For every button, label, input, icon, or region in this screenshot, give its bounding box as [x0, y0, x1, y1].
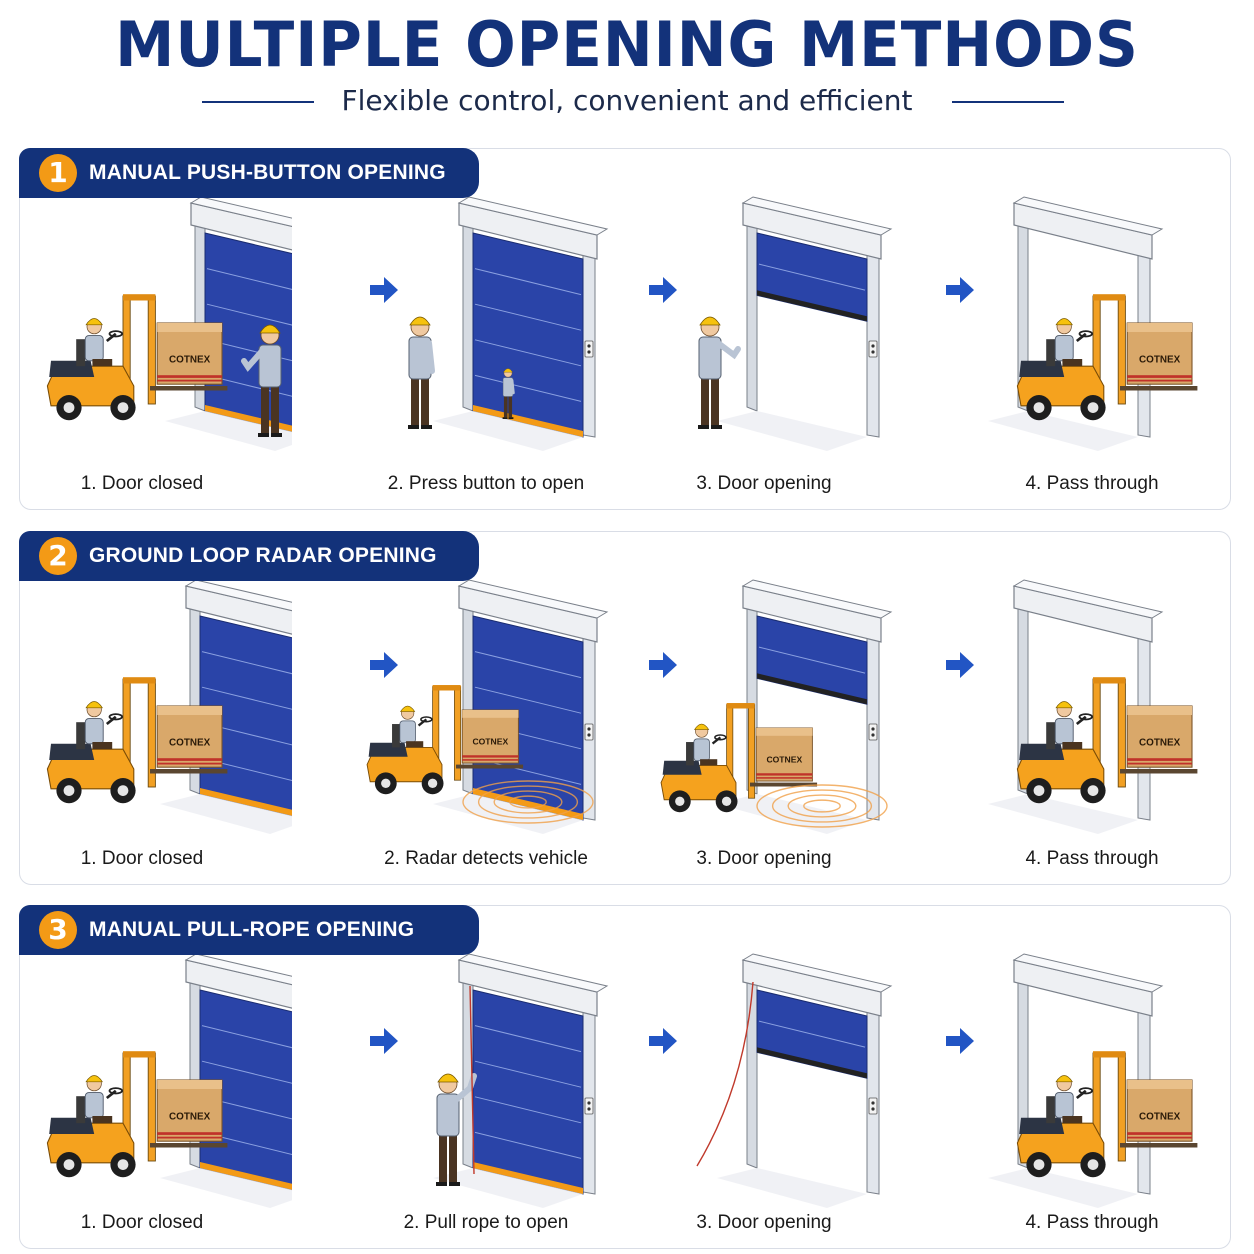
roll-door — [717, 196, 893, 451]
step-1: COTNEX 1. Door closed — [30, 149, 292, 509]
section-header: 3 MANUAL PULL-ROPE OPENING — [19, 905, 479, 955]
step-illustration: COTNEX — [988, 196, 1198, 451]
step-label: 2. Press button to open — [387, 473, 585, 494]
step-4: COTNEX 4. Pass through — [960, 532, 1222, 884]
step-illustration: COTNEX — [46, 953, 292, 1208]
step-2: COTNEX 2. Radar detects vehicle — [358, 532, 620, 884]
section-number-badge: 2 — [39, 537, 77, 575]
step-label: 2. Pull rope to open — [403, 1212, 569, 1233]
worker-small — [502, 368, 515, 419]
section-title: GROUND LOOP RADAR OPENING — [89, 544, 437, 567]
step-illustration: COTNEX — [988, 579, 1198, 834]
roll-door — [717, 953, 893, 1208]
step-arrow-icon — [370, 277, 398, 303]
subtitle-rule-right — [952, 101, 1064, 103]
step-label: 1. Door closed — [80, 473, 204, 494]
step-label: 3. Door opening — [696, 848, 832, 869]
page-subtitle: Flexible control, convenient and efficie… — [341, 84, 913, 117]
step-box-brand: COTNEX — [169, 1112, 211, 1123]
step-2: 2. Press button to open — [358, 149, 620, 509]
step-4: COTNEX 4. Pass through — [960, 149, 1222, 509]
section-number-badge: 3 — [39, 911, 77, 949]
section-title: MANUAL PULL-ROPE OPENING — [89, 918, 415, 941]
step-illustration — [408, 196, 609, 451]
step-3: COTNEX 3. Door opening — [642, 532, 904, 884]
step-label: 4. Pass through — [1025, 1212, 1159, 1233]
step-illustration: COTNEX — [46, 579, 292, 834]
step-arrow-icon — [946, 652, 974, 678]
step-arrow-icon — [370, 652, 398, 678]
step-box-brand: COTNEX — [1139, 355, 1181, 366]
step-4: COTNEX 4. Pass through — [960, 906, 1222, 1248]
section-header: 2 GROUND LOOP RADAR OPENING — [19, 531, 479, 581]
step-label: 1. Door closed — [80, 848, 204, 869]
worker — [408, 316, 435, 429]
roll-door — [433, 579, 609, 834]
step-illustration — [433, 953, 609, 1208]
section-header: 1 MANUAL PUSH-BUTTON OPENING — [19, 148, 479, 198]
step-label: 3. Door opening — [696, 473, 832, 494]
step-forklift: COTNEX — [1016, 294, 1198, 421]
step-2: 2. Pull rope to open — [358, 906, 620, 1248]
step-illustration: COTNEX — [46, 196, 292, 451]
radar-signal — [462, 780, 594, 824]
step-forklift: COTNEX — [1016, 1051, 1198, 1178]
section-number-badge: 1 — [39, 154, 77, 192]
step-illustration — [696, 953, 893, 1208]
section-title: MANUAL PUSH-BUTTON OPENING — [89, 161, 446, 184]
step-box-brand: COTNEX — [1139, 738, 1181, 749]
step-arrow-icon — [946, 1028, 974, 1054]
section-panel-2: COTNEX 1. Door closed COTNEX 2. Radar detec… — [19, 531, 1231, 885]
step-arrow-icon — [649, 1028, 677, 1054]
step-forklift: COTNEX — [46, 677, 228, 804]
worker — [241, 324, 282, 437]
section-panel-3: COTNEX 1. Door closed 2. Pull rope to open… — [19, 905, 1231, 1249]
step-forklift: COTNEX — [46, 1051, 228, 1178]
step-3: 3. Door opening — [642, 906, 904, 1248]
step-label: 4. Pass through — [1025, 848, 1159, 869]
section-panel-1: COTNEX 1. Door closed 2. Press button to o… — [19, 148, 1231, 510]
step-arrow-icon — [370, 1028, 398, 1054]
step-label: 4. Pass through — [1025, 473, 1159, 494]
step-box-brand: COTNEX — [169, 738, 211, 749]
step-label: 2. Radar detects vehicle — [384, 848, 588, 869]
step-arrow-icon — [946, 277, 974, 303]
step-illustration: COTNEX — [988, 953, 1198, 1208]
step-1: COTNEX 1. Door closed — [30, 532, 292, 884]
pull-rope[interactable] — [469, 985, 475, 1175]
subtitle-rule-left — [202, 101, 314, 103]
pull-rope[interactable] — [696, 981, 754, 1167]
step-1: COTNEX 1. Door closed — [30, 906, 292, 1248]
step-arrow-icon — [649, 277, 677, 303]
step-forklift: COTNEX — [660, 703, 818, 813]
roll-door — [433, 953, 609, 1208]
step-box-brand: COTNEX — [472, 736, 508, 746]
worker — [436, 1073, 477, 1186]
step-illustration — [698, 196, 893, 451]
step-illustration: COTNEX — [660, 579, 893, 834]
step-box-brand: COTNEX — [1139, 1112, 1181, 1123]
step-forklift: COTNEX — [46, 294, 228, 421]
subtitle-row: Flexible control, convenient and efficie… — [0, 84, 1254, 120]
radar-signal — [756, 784, 888, 828]
step-forklift: COTNEX — [1016, 677, 1198, 804]
worker — [698, 316, 741, 429]
step-arrow-icon — [649, 652, 677, 678]
step-box-brand: COTNEX — [169, 355, 211, 366]
roll-door — [433, 196, 609, 451]
step-forklift: COTNEX — [366, 685, 524, 795]
step-label: 3. Door opening — [696, 1212, 832, 1233]
step-box-brand: COTNEX — [766, 754, 802, 764]
page-title: MULTIPLE OPENING METHODS — [115, 8, 1139, 81]
step-3: 3. Door opening — [642, 149, 904, 509]
step-illustration: COTNEX — [366, 579, 609, 834]
step-label: 1. Door closed — [80, 1212, 204, 1233]
